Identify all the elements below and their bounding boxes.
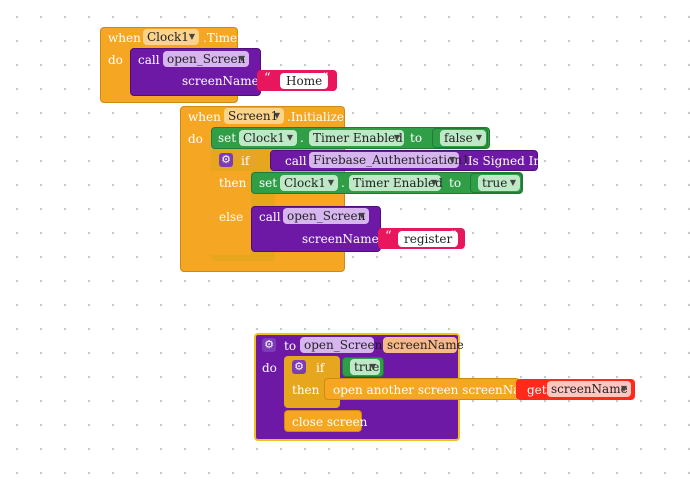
dot-separator: . <box>300 131 304 145</box>
clock1-label: Clock1 <box>147 30 189 44</box>
then-slot <box>211 171 251 211</box>
screen1-component-dropdown[interactable]: Screen1 ▼ <box>224 108 284 124</box>
close-screen-label: close screen <box>292 415 368 429</box>
procedure-name: open_Screen <box>304 338 383 352</box>
false-label: false <box>444 131 473 145</box>
if-keyword: if <box>241 154 250 168</box>
true-label: true <box>354 360 380 374</box>
screenname-param-label: screenName <box>182 74 259 88</box>
when-keyword: when <box>108 31 141 45</box>
get-keyword: get <box>527 383 547 397</box>
timer-enabled-label: Timer Enabled <box>313 131 403 145</box>
do-keyword: do <box>262 361 277 375</box>
do-keyword: do <box>188 132 203 146</box>
timer-event-label: .Timer <box>203 31 243 45</box>
screenname-param-label: screenName <box>302 232 379 246</box>
then-keyword: then <box>292 383 320 397</box>
is-signed-in-method-label: .Is Signed In <box>464 154 542 168</box>
chevron-down-icon: ▼ <box>620 384 627 393</box>
close-screen-block[interactable] <box>284 410 362 432</box>
open-quote-icon: “ <box>385 229 392 244</box>
initialize-event-label: .Initialize <box>287 110 345 124</box>
screen1-label: Screen1 <box>228 109 279 123</box>
procedure-dropdown[interactable]: open_Screen ▼ <box>163 51 249 67</box>
else-slot <box>211 205 251 255</box>
open-quote-icon: “ <box>264 71 271 86</box>
close-quote-icon: ” <box>322 71 329 86</box>
to-keyword: to <box>284 339 297 353</box>
chevron-down-icon: ▼ <box>475 133 482 142</box>
clock1-component-dropdown[interactable]: Clock1 ▼ <box>239 130 297 146</box>
timer-enabled-label: Timer Enabled <box>353 176 443 190</box>
do-keyword: do <box>108 53 123 67</box>
chevron-down-icon: ▼ <box>188 32 195 41</box>
call-keyword: call <box>285 154 307 168</box>
chevron-down-icon: ▼ <box>369 362 376 371</box>
parameter-name-field[interactable]: screenName <box>383 337 464 353</box>
gear-icon[interactable]: ⚙ <box>219 153 233 167</box>
boolean-true-dropdown[interactable]: true ▼ <box>478 175 520 191</box>
dot-separator: . <box>341 176 345 190</box>
to-keyword: to <box>449 176 462 190</box>
call-keyword: call <box>259 210 281 224</box>
set-keyword: set <box>259 176 278 190</box>
clock1-label: Clock1 <box>243 131 285 145</box>
chevron-down-icon: ▼ <box>430 178 437 187</box>
text-value-register[interactable]: register <box>398 231 459 247</box>
close-quote-icon: ” <box>450 229 457 244</box>
chevron-down-icon: ▼ <box>273 111 280 120</box>
clock1-label: Clock1 <box>284 176 326 190</box>
gear-icon[interactable]: ⚙ <box>292 360 306 374</box>
timer-enabled-property-dropdown[interactable]: Timer Enabled ▼ <box>309 130 404 146</box>
when-keyword: when <box>188 110 221 124</box>
firebase-auth-label: Firebase_Authentication1 <box>313 153 470 167</box>
gear-icon[interactable]: ⚙ <box>262 338 276 352</box>
chevron-down-icon: ▼ <box>238 54 245 63</box>
open-another-screen-label: open another screen screenName <box>333 383 539 397</box>
else-keyword: else <box>219 210 244 224</box>
chevron-down-icon: ▼ <box>327 178 334 187</box>
chevron-down-icon: ▼ <box>509 178 516 187</box>
true-label: true <box>482 176 508 190</box>
set-keyword: set <box>218 131 237 145</box>
clock1-component-dropdown[interactable]: Clock1 ▼ <box>280 175 338 191</box>
parameter-name: screenName <box>387 338 464 352</box>
chevron-down-icon: ▼ <box>393 133 400 142</box>
then-keyword: then <box>219 176 247 190</box>
firebase-auth-component-dropdown[interactable]: Firebase_Authentication1 ▼ <box>309 152 470 168</box>
procedure-name: open_Screen <box>167 52 246 66</box>
to-keyword: to <box>410 131 423 145</box>
chevron-down-icon: ▼ <box>448 155 455 164</box>
call-keyword: call <box>138 53 160 67</box>
boolean-false-dropdown[interactable]: false ▼ <box>440 130 486 146</box>
clock1-component-dropdown[interactable]: Clock1 ▼ <box>143 29 199 45</box>
chevron-down-icon: ▼ <box>286 133 293 142</box>
variable-name: screenName <box>551 382 628 396</box>
timer-enabled-property-dropdown[interactable]: Timer Enabled ▼ <box>349 175 443 191</box>
if-keyword: if <box>316 361 325 375</box>
chevron-down-icon: ▼ <box>358 211 365 220</box>
text-value-home[interactable]: Home <box>280 73 329 89</box>
procedure-name: open_Screen <box>287 209 366 223</box>
boolean-true-dropdown[interactable]: true ▼ <box>350 359 380 375</box>
procedure-name-field[interactable]: open_Screen <box>300 337 382 353</box>
procedure-dropdown[interactable]: open_Screen ▼ <box>283 208 369 224</box>
get-variable-dropdown[interactable]: screenName ▼ <box>547 381 631 397</box>
